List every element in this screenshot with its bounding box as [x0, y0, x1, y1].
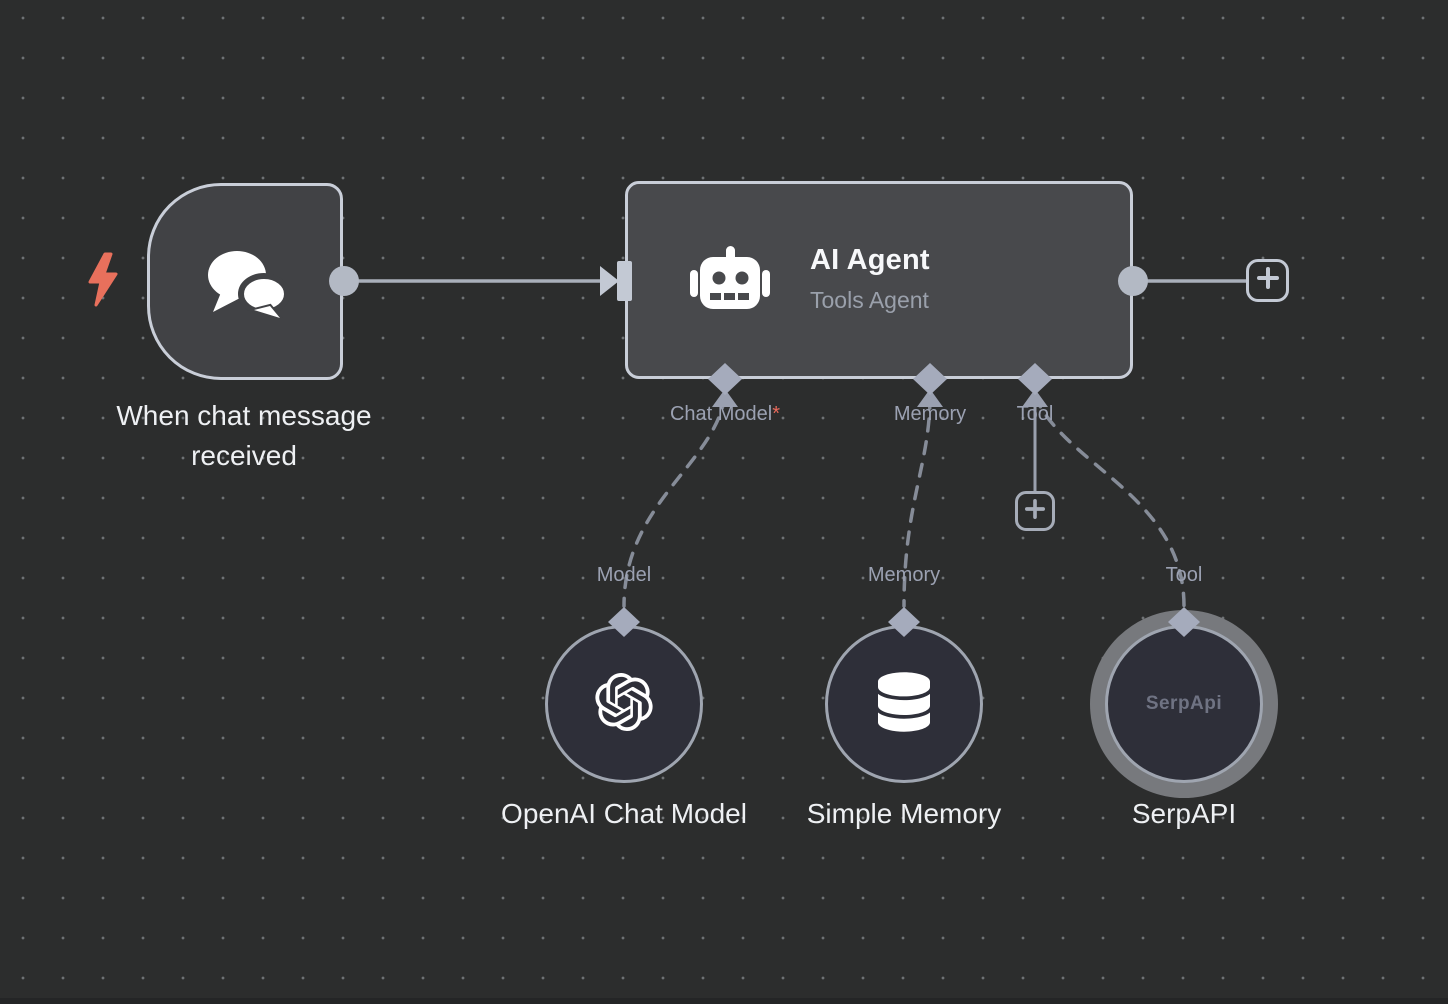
port-label-memory: Memory: [893, 403, 967, 425]
add-tool-button[interactable]: [1015, 491, 1055, 531]
node-openai-chat-model[interactable]: [545, 625, 703, 783]
required-asterisk: *: [772, 403, 781, 425]
plus-icon: [1256, 267, 1279, 294]
openai-node-label: OpenAI Chat Model: [501, 798, 747, 829]
plus-icon: [1025, 498, 1045, 524]
database-icon: [878, 671, 930, 737]
subnode-port-label-memory: Memory: [867, 564, 941, 586]
trigger-node-label: When chat message received: [116, 400, 372, 471]
node-serpapi[interactable]: SerpApi: [1105, 625, 1263, 783]
chat-bubbles-icon: [206, 250, 290, 323]
memory-node-label: Simple Memory: [806, 798, 1002, 829]
port-label-tool: Tool: [1016, 403, 1054, 425]
openai-logo-icon: [595, 672, 653, 736]
edge-tool-dashed: [1033, 394, 1186, 608]
agent-node-title: AI Agent: [810, 244, 930, 276]
subnode-port-label-model: Model: [596, 564, 652, 586]
robot-icon: [690, 246, 770, 321]
serpapi-logo-text: SerpApi: [1145, 693, 1223, 714]
subnode-port-label-tool: Tool: [1165, 564, 1203, 586]
trigger-bolt-icon: [85, 252, 121, 313]
agent-node-subtitle: Tools Agent: [810, 287, 929, 313]
node-ai-agent[interactable]: AI Agent Tools Agent: [625, 181, 1133, 379]
canvas-bottom-edge: [0, 998, 1448, 1004]
agent-input-arrow: [600, 266, 619, 296]
serpapi-node-label: SerpAPI: [1131, 798, 1237, 829]
node-when-chat-message-received[interactable]: [147, 183, 343, 380]
port-label-chat-model: Chat Model*: [669, 403, 781, 425]
node-simple-memory[interactable]: [825, 625, 983, 783]
add-node-button[interactable]: [1246, 259, 1289, 302]
